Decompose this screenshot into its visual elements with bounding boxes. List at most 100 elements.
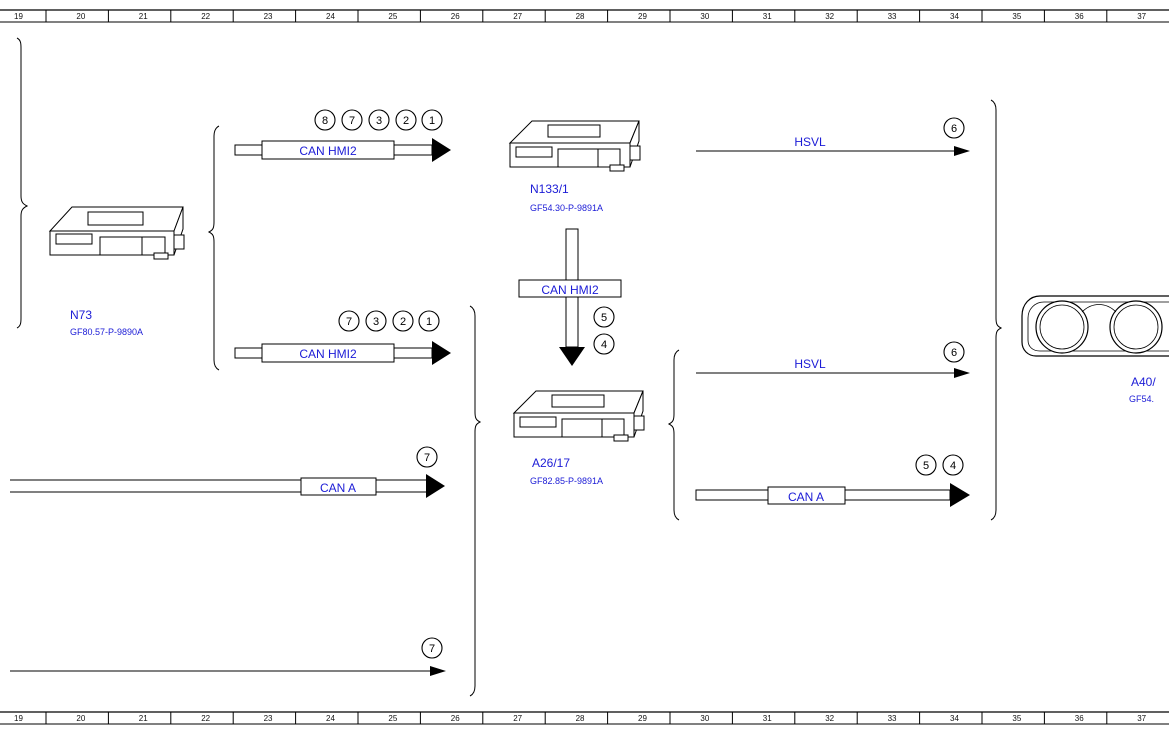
brace-a40-inputs <box>990 99 1003 521</box>
marker-number: 8 <box>322 115 328 127</box>
ruler-number: 19 <box>14 12 23 21</box>
marker-circle: 7 <box>416 446 438 468</box>
ruler-number: 26 <box>451 714 460 723</box>
marker-circle: 3 <box>365 310 387 332</box>
marker-number: 4 <box>601 339 607 351</box>
ruler-number: 33 <box>888 12 897 21</box>
ruler-number: 37 <box>1137 714 1146 723</box>
ruler-number: 26 <box>451 12 460 21</box>
mid-can-hmi2-markers: 7 3 2 1 <box>338 310 440 332</box>
n73-ref: GF80.57-P-9890A <box>70 327 143 337</box>
ruler-number: 23 <box>264 12 273 21</box>
marker-number: 4 <box>950 460 956 472</box>
marker-number: 7 <box>346 316 352 328</box>
ruler-number: 23 <box>264 714 273 723</box>
n133-1-name: N133/1 <box>530 182 569 196</box>
mid-hsvl-label: HSVL <box>794 357 826 371</box>
bottom-line-markers: 7 <box>421 637 443 659</box>
ruler-number: 30 <box>700 714 709 723</box>
ruler-number: 28 <box>576 12 585 21</box>
top-hsvl-markers: 6 <box>943 117 965 139</box>
a26-17-name: A26/17 <box>532 456 570 470</box>
ruler-number: 32 <box>825 714 834 723</box>
ruler-number: 31 <box>763 714 772 723</box>
bottom-signal-line <box>10 666 446 676</box>
marker-number: 2 <box>400 316 406 328</box>
marker-circle: 1 <box>421 109 443 131</box>
ruler-number: 22 <box>201 12 210 21</box>
marker-number: 7 <box>429 643 435 655</box>
a26-17-ref: GF82.85-P-9891A <box>530 476 603 486</box>
ruler-number: 36 <box>1075 12 1084 21</box>
instrument-cluster-icon <box>1021 295 1169 357</box>
marker-circle: 5 <box>593 306 615 328</box>
ruler-number: 35 <box>1012 12 1021 21</box>
top-can-hmi2-markers: 8 7 3 2 1 <box>314 109 443 131</box>
ruler-number: 34 <box>950 714 959 723</box>
marker-number: 7 <box>349 115 355 127</box>
marker-circle: 2 <box>395 109 417 131</box>
marker-circle: 4 <box>593 333 615 355</box>
ruler-number: 25 <box>388 12 397 21</box>
n133-1-ref: GF54.30-P-9891A <box>530 203 603 213</box>
ruler-number: 21 <box>139 714 148 723</box>
mid-hsvl-line: HSVL <box>696 357 970 378</box>
marker-number: 6 <box>951 347 957 359</box>
ruler-number: 28 <box>576 714 585 723</box>
marker-circle: 7 <box>338 310 360 332</box>
marker-circle: 4 <box>942 454 964 476</box>
ruler-number: 35 <box>1012 714 1021 723</box>
marker-circle: 6 <box>943 117 965 139</box>
marker-number: 7 <box>424 452 430 464</box>
ruler-number: 24 <box>326 714 335 723</box>
vertical-can-hmi2-bus: CAN HMI2 <box>518 228 622 366</box>
ruler-number: 30 <box>700 12 709 21</box>
ruler-number: 27 <box>513 714 522 723</box>
marker-circle: 8 <box>314 109 336 131</box>
left-can-a-bus: CAN A <box>10 474 445 498</box>
brace-lines <box>16 37 1003 697</box>
ruler-number: 31 <box>763 12 772 21</box>
marker-number: 2 <box>403 115 409 127</box>
top-hsvl-label: HSVL <box>794 135 826 149</box>
left-can-a-label: CAN A <box>320 481 356 495</box>
vertical-can-hmi2-markers: 54 <box>593 306 615 355</box>
right-can-a-label: CAN A <box>788 490 824 504</box>
marker-number: 1 <box>426 316 432 328</box>
mid-can-hmi2-label: CAN HMI2 <box>299 347 357 361</box>
marker-circle: 2 <box>392 310 414 332</box>
brace-n73-outputs <box>207 125 220 371</box>
ruler-number: 21 <box>139 12 148 21</box>
marker-circle: 6 <box>943 341 965 363</box>
mid-hsvl-markers: 6 <box>943 341 965 363</box>
marker-number: 1 <box>429 115 435 127</box>
ruler-number: 29 <box>638 12 647 21</box>
mid-can-hmi2-bus: CAN HMI2 <box>234 341 451 365</box>
ruler-number: 25 <box>388 714 397 723</box>
ruler-number: 37 <box>1137 12 1146 21</box>
marker-number: 6 <box>951 123 957 135</box>
marker-circle: 5 <box>915 454 937 476</box>
ecu-n73-icon <box>48 206 185 260</box>
top-hsvl-line: HSVL <box>696 135 970 156</box>
left-can-a-markers: 7 <box>416 446 438 468</box>
top-can-hmi2-label: CAN HMI2 <box>299 144 357 158</box>
ruler-number: 20 <box>76 714 85 723</box>
marker-circle: 3 <box>368 109 390 131</box>
brace-left-edge <box>16 37 29 329</box>
ruler-number: 36 <box>1075 714 1084 723</box>
a40-name: A40/ <box>1131 375 1156 389</box>
marker-number: 5 <box>601 312 607 324</box>
marker-circle: 7 <box>421 637 443 659</box>
ruler-number: 22 <box>201 714 210 723</box>
vertical-can-hmi2-label: CAN HMI2 <box>541 283 599 297</box>
n73-name: N73 <box>70 308 92 322</box>
ruler-number: 27 <box>513 12 522 21</box>
brace-a26-outputs <box>667 349 680 521</box>
ruler-number: 33 <box>888 714 897 723</box>
ecu-n133-1-icon <box>508 120 641 172</box>
